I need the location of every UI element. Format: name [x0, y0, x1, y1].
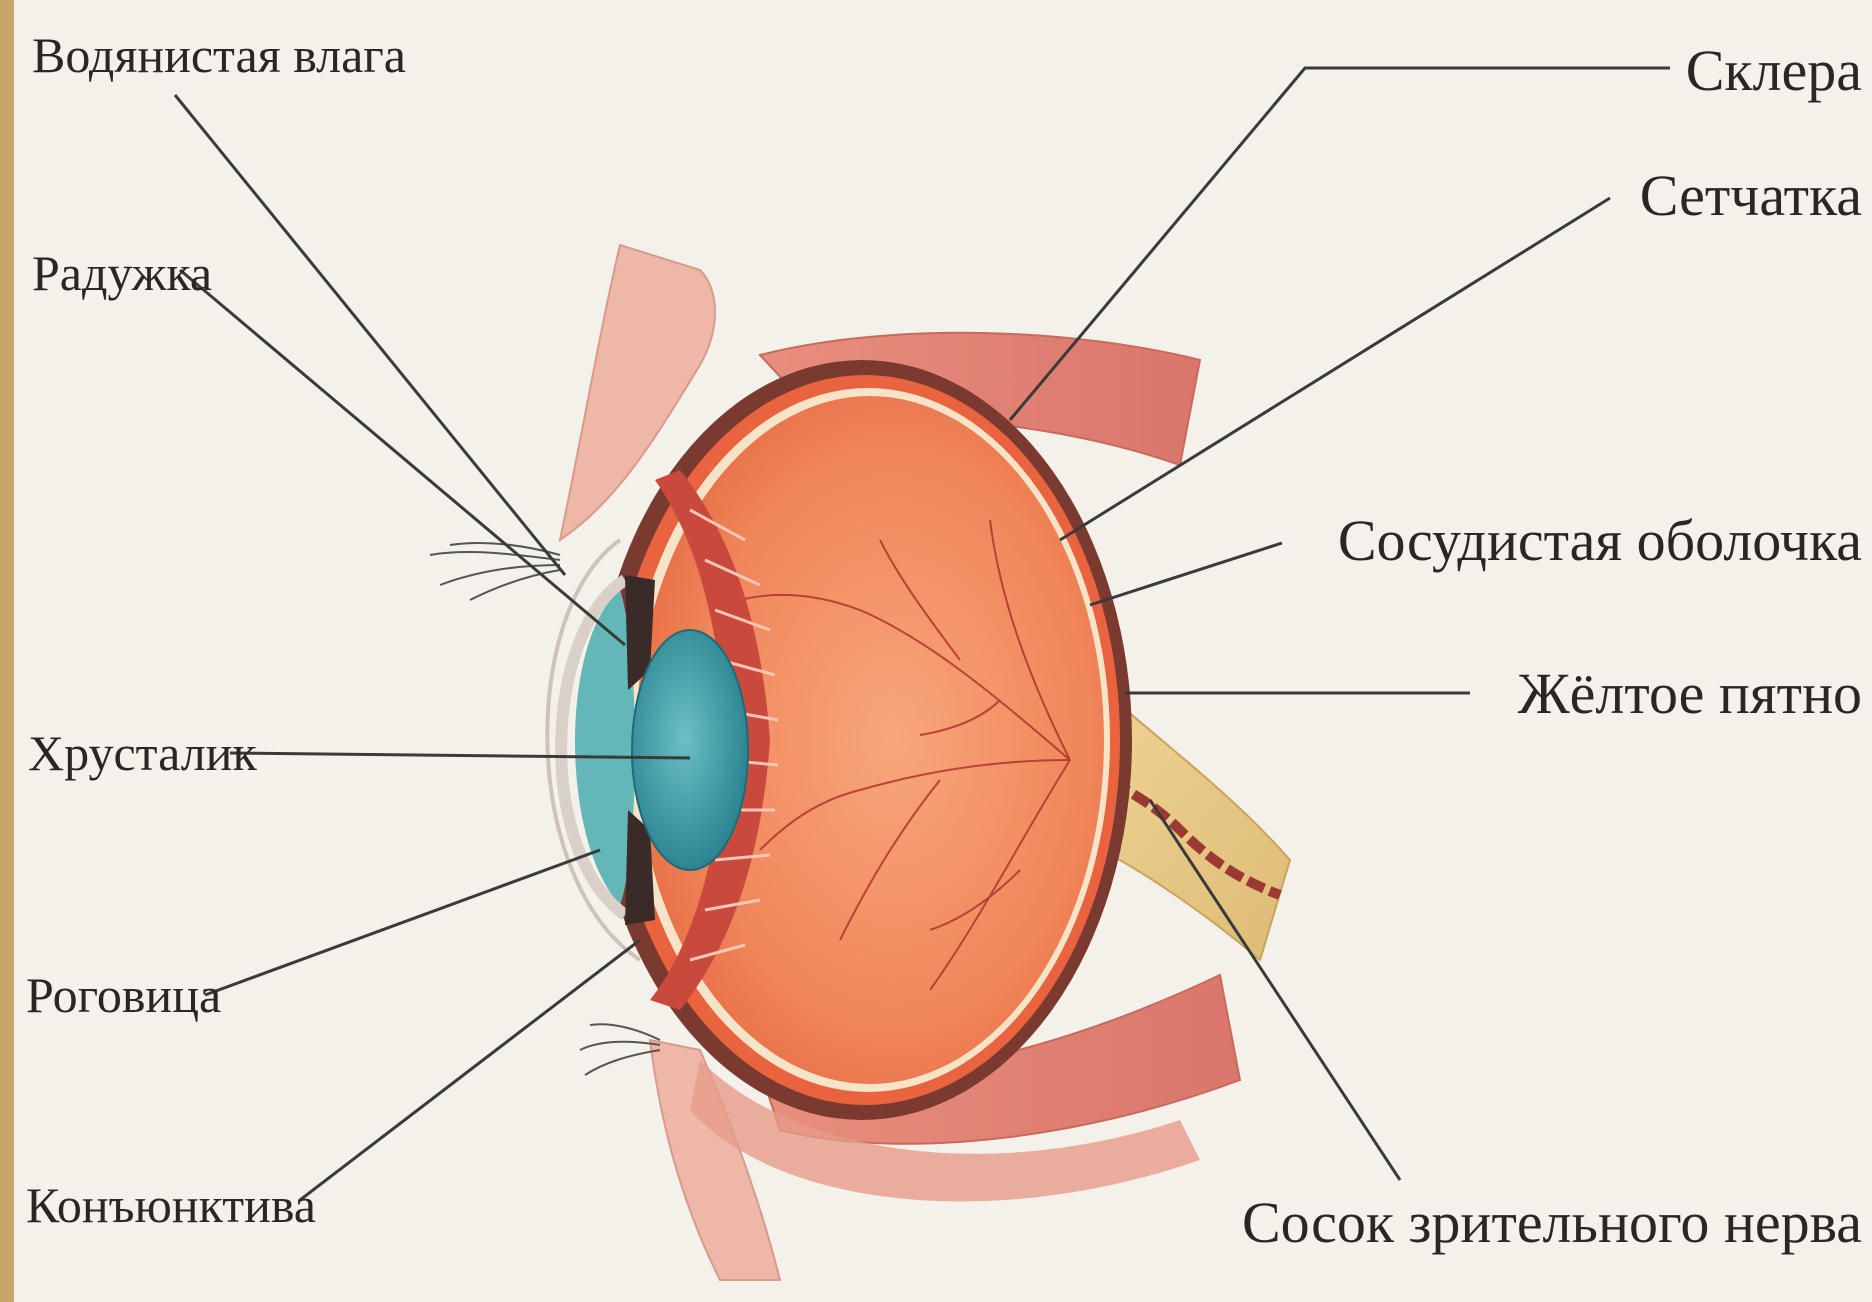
leader-conjunctiva: [300, 940, 640, 1200]
label-cornea: Роговица: [26, 967, 221, 1023]
leader-iris: [180, 270, 625, 645]
label-retina: Сетчатка: [1640, 163, 1862, 228]
label-conjunctiva: Конъюнктива: [26, 1177, 316, 1233]
leader-cornea: [205, 850, 600, 995]
page-edge: [0, 0, 14, 1302]
label-lens: Хрусталик: [28, 725, 257, 781]
leader-aqueous-humor: [175, 95, 565, 575]
leader-choroid: [1090, 543, 1282, 605]
label-choroid: Сосудистая оболочка: [1338, 508, 1862, 573]
label-sclera: Склера: [1686, 38, 1862, 103]
eyelashes-upper: [430, 543, 560, 600]
lens-shape: [632, 630, 748, 870]
eyelashes-lower: [580, 1024, 660, 1075]
label-iris: Радужка: [32, 245, 212, 301]
label-macula: Жёлтое пятно: [1518, 661, 1862, 726]
label-optic-disc: Сосок зрительного нерва: [1242, 1190, 1862, 1255]
label-aqueous-humor: Водянистая влага: [32, 27, 406, 83]
